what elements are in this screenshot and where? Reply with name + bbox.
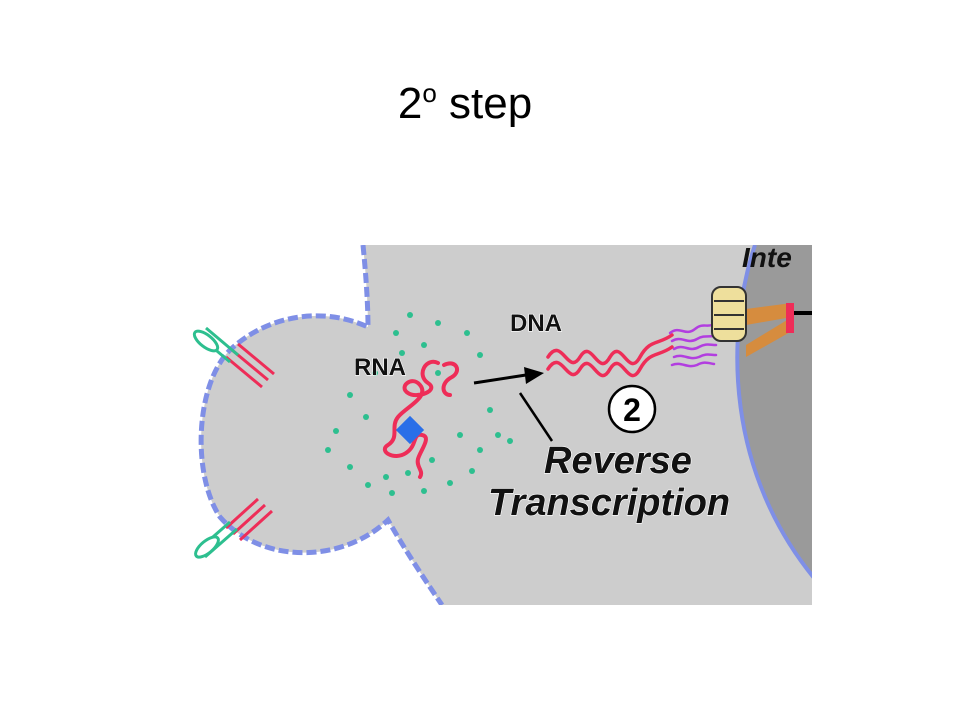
label-reverse: Reverse (544, 440, 692, 482)
slide-title: 2o step (0, 79, 930, 128)
integrase-filaments (668, 323, 718, 368)
dna-strand (546, 333, 674, 378)
label-dna: DNA (510, 310, 562, 337)
label-rna: RNA (354, 354, 406, 381)
host-cell (201, 245, 812, 605)
label-leader-line (518, 392, 554, 442)
label-inte: Inte (742, 245, 792, 273)
figure-svg: 2 Inte DNA RNA Reverse Transcription (192, 245, 812, 605)
reaction-arrow (473, 367, 544, 385)
title-number: 2 (397, 79, 423, 128)
step-number-circle (607, 384, 657, 434)
title-rest: step (436, 79, 533, 128)
reverse-transcription-figure: 2 Inte DNA RNA Reverse Transcription (180, 245, 820, 610)
envelope-glycoprotein-bottom (194, 497, 274, 559)
label-transcription: Transcription (488, 482, 730, 524)
capsid-fragments (325, 312, 513, 496)
step-number: 2 (623, 392, 641, 428)
envelope-glycoprotein-top (192, 326, 275, 389)
cell-membrane (198, 245, 445, 605)
nuclear-pore-complex (711, 286, 812, 357)
title-superscript: o (422, 78, 437, 108)
nuclear-envelope (735, 245, 812, 579)
rna-strand (382, 359, 460, 479)
